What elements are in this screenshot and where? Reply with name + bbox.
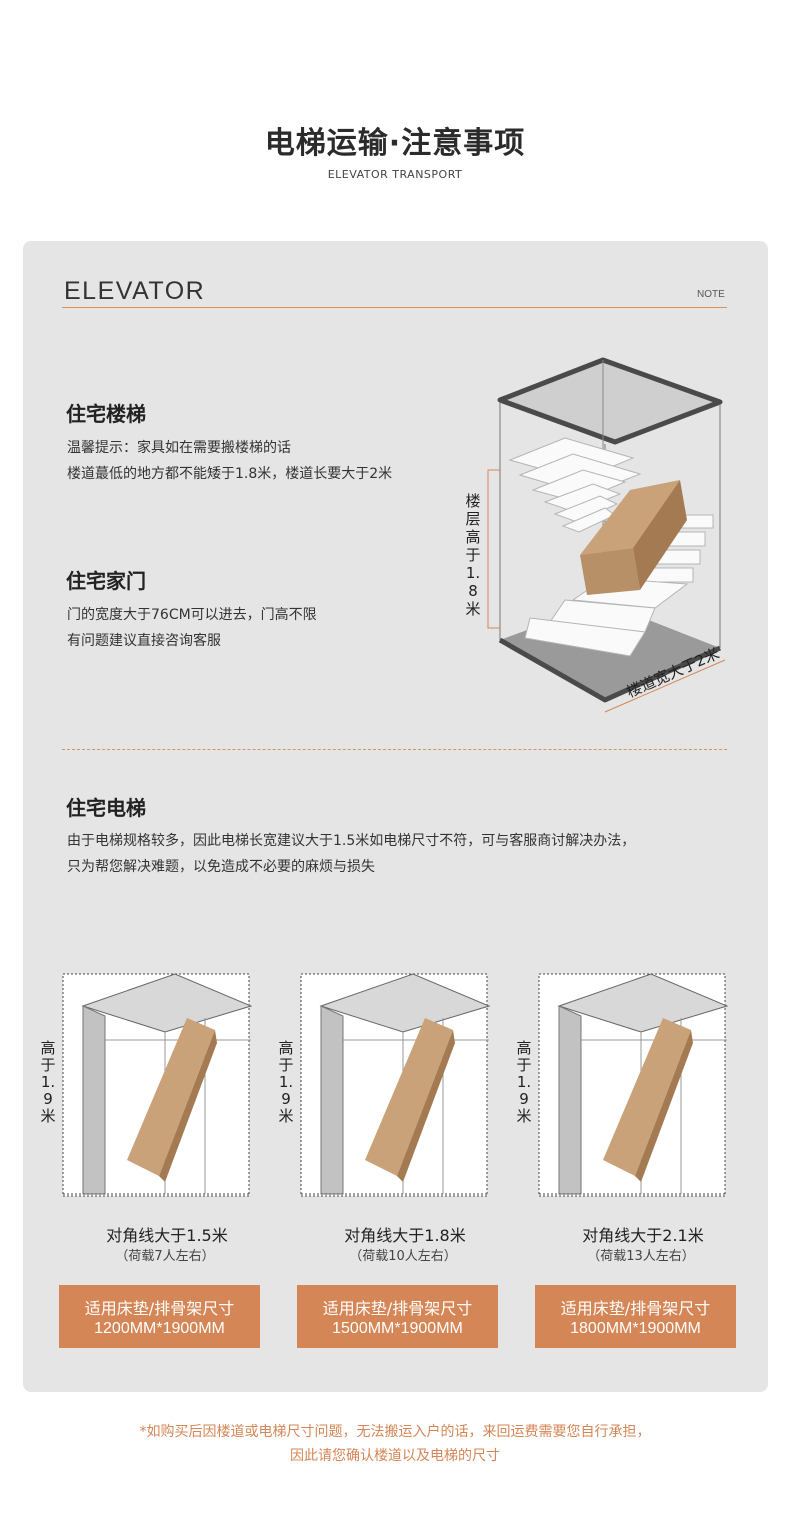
size-badge-2-value: 1500MM*1900MM	[332, 1320, 463, 1337]
elevator-1-diagonal: 对角线大于1.5米	[106, 1226, 228, 1245]
stairs-height-label: 楼层高于1.8米	[465, 492, 481, 618]
footnote-line-1: *如购买后因楼道或电梯尺寸问题，无法搬运入户的话，来回运费需要您自行承担，	[139, 1424, 651, 1440]
size-badge-3-title: 适用床垫/排骨架尺寸	[560, 1299, 711, 1318]
card-note: NOTE	[697, 289, 725, 300]
stairs-line-1: 温馨提示：家具如在需要搬楼梯的话	[67, 440, 291, 456]
size-badge-2-title: 适用床垫/排骨架尺寸	[322, 1299, 473, 1318]
door-line-2: 有问题建议直接咨询客服	[67, 633, 221, 649]
size-badge-1-title: 适用床垫/排骨架尺寸	[84, 1299, 235, 1318]
size-badge-1-value: 1200MM*1900MM	[94, 1320, 225, 1337]
size-badge-2: 适用床垫/排骨架尺寸 1500MM*1900MM	[297, 1285, 498, 1348]
size-badge-1: 适用床垫/排骨架尺寸 1200MM*1900MM	[59, 1285, 260, 1348]
elevator-2-capacity: （荷载10人左右）	[349, 1249, 457, 1264]
divider-top	[62, 307, 727, 308]
stairwell-illustration	[487, 357, 726, 713]
elevator-2-diagonal: 对角线大于1.8米	[344, 1226, 466, 1245]
size-badge-3: 适用床垫/排骨架尺寸 1800MM*1900MM	[535, 1285, 736, 1348]
stairs-line-2: 楼道蕞低的地方都不能矮于1.8米，楼道长要大于2米	[67, 466, 393, 482]
page-title: 电梯运输·注意事项	[264, 126, 526, 161]
elevator-3-height-label: 高于1.9米	[516, 1039, 532, 1125]
elevator-2-height-label: 高于1.9米	[278, 1039, 294, 1125]
elevator-3-capacity: （荷载13人左右）	[587, 1249, 695, 1264]
divider-mid	[62, 749, 727, 750]
elevator-diagram-1	[62, 973, 253, 1197]
elevator-line-2: 只为帮您解决难题，以免造成不必要的麻烦与损失	[67, 859, 375, 875]
elevator-1-capacity: （荷载7人左右）	[115, 1249, 215, 1264]
elevator-line-1: 由于电梯规格较多，因此电梯长宽建议大于1.5米如电梯尺寸不符，可与客服商讨解决办…	[67, 833, 636, 849]
elevator-1-height-label: 高于1.9米	[40, 1039, 56, 1125]
size-badge-3-value: 1800MM*1900MM	[570, 1320, 701, 1337]
card-label: ELEVATOR	[64, 277, 206, 305]
elevator-diagram-2	[300, 973, 491, 1197]
door-heading: 住宅家门	[66, 569, 146, 593]
stairs-heading: 住宅楼梯	[66, 402, 146, 426]
elevator-heading: 住宅电梯	[66, 796, 146, 820]
door-line-1: 门的宽度大于76CM可以进去，门高不限	[67, 607, 317, 623]
elevator-3-diagonal: 对角线大于2.1米	[582, 1226, 704, 1245]
footnote-line-2: 因此请您确认楼道以及电梯的尺寸	[290, 1448, 500, 1464]
page-subtitle: ELEVATOR TRANSPORT	[327, 168, 463, 181]
elevator-diagram-3	[538, 973, 729, 1197]
